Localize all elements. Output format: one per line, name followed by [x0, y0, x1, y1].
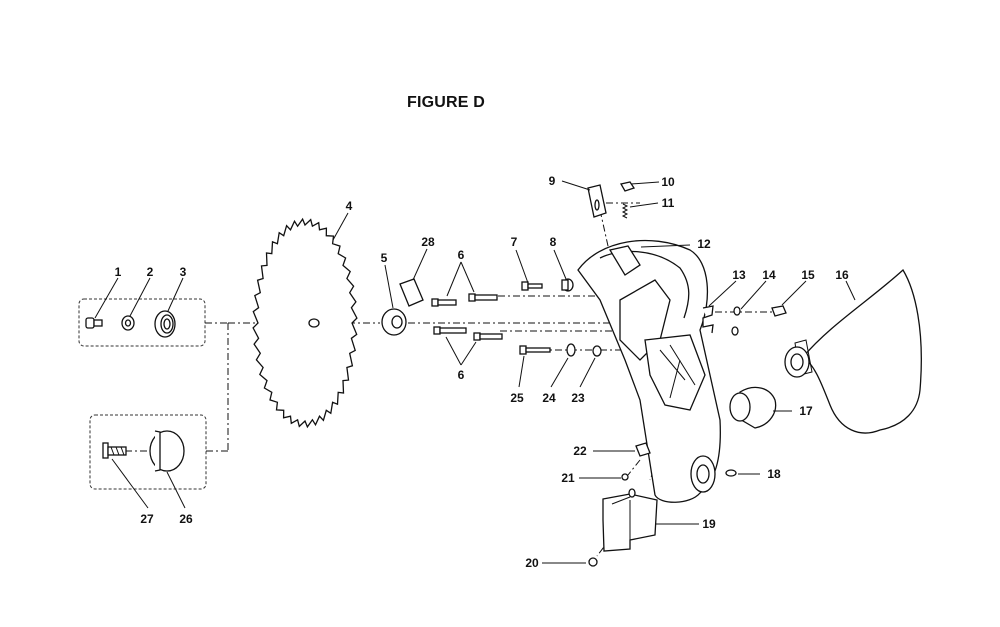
label-part-20: 20	[525, 556, 539, 570]
label-part-15: 15	[801, 268, 815, 282]
arbor-group-box	[89, 414, 207, 490]
label-part-7: 7	[511, 235, 518, 249]
label-part-8: 8	[550, 235, 557, 249]
label-part-27: 27	[140, 512, 154, 526]
part-20-screw	[588, 557, 598, 567]
label-part-26: 26	[179, 512, 193, 526]
label-part-22: 22	[573, 444, 587, 458]
label-part-18: 18	[767, 467, 781, 481]
part-19-lower-bracket	[602, 488, 658, 552]
part-24-washer	[566, 343, 576, 357]
part-1-screw	[85, 317, 103, 329]
label-part-28: 28	[421, 235, 435, 249]
label-part-14: 14	[762, 268, 776, 282]
label-part-11: 11	[662, 196, 675, 210]
part-12-lower-guard	[577, 239, 721, 503]
part-16-dust-bag	[784, 268, 922, 434]
figure-title: FIGURE D	[406, 94, 486, 111]
part-11-spring	[621, 203, 629, 219]
part-4-saw-blade	[252, 217, 358, 429]
label-part-2: 2	[147, 265, 154, 279]
part-21-screw	[621, 473, 629, 481]
part-number-labels: 1 2 3 4 5 28 6 6 7 8 9 10 11 12 13 14 15…	[115, 174, 849, 570]
label-part-6-lower: 6	[458, 368, 465, 382]
part-6-screws	[431, 293, 503, 341]
part-8-knob	[561, 278, 574, 292]
label-part-3: 3	[180, 265, 187, 279]
label-part-5: 5	[381, 251, 388, 265]
label-part-10: 10	[661, 175, 675, 189]
label-part-9: 9	[549, 174, 556, 188]
part-13-bracket	[702, 305, 714, 334]
part-26-cap	[149, 430, 185, 472]
label-part-17: 17	[799, 404, 813, 418]
part-23-nut	[592, 345, 602, 357]
part-15-block	[771, 305, 787, 317]
part-27-screw	[102, 442, 127, 459]
label-part-13: 13	[732, 268, 746, 282]
part-9-link	[587, 184, 607, 218]
label-part-21: 21	[561, 471, 575, 485]
label-part-4: 4	[346, 199, 353, 213]
leader-lines	[94, 180, 856, 564]
label-part-6-upper: 6	[458, 248, 465, 262]
part-28-label	[399, 278, 424, 307]
part-3-outer-flange	[154, 310, 176, 338]
label-part-23: 23	[571, 391, 585, 405]
part-18-screw	[725, 469, 737, 477]
part-17-dust-port	[729, 386, 777, 429]
part-7-screw	[521, 281, 543, 291]
part-14-nut	[731, 306, 741, 336]
part-25-screw	[519, 345, 551, 355]
part-10-cap	[619, 181, 636, 192]
label-part-19: 19	[702, 517, 716, 531]
part-2-washer	[121, 315, 135, 331]
label-part-16: 16	[835, 268, 849, 282]
label-part-1: 1	[115, 265, 122, 279]
label-part-24: 24	[542, 391, 556, 405]
label-part-25: 25	[510, 391, 524, 405]
part-22-block	[635, 442, 651, 457]
part-5-inner-flange	[381, 308, 407, 336]
label-part-12: 12	[697, 237, 711, 251]
